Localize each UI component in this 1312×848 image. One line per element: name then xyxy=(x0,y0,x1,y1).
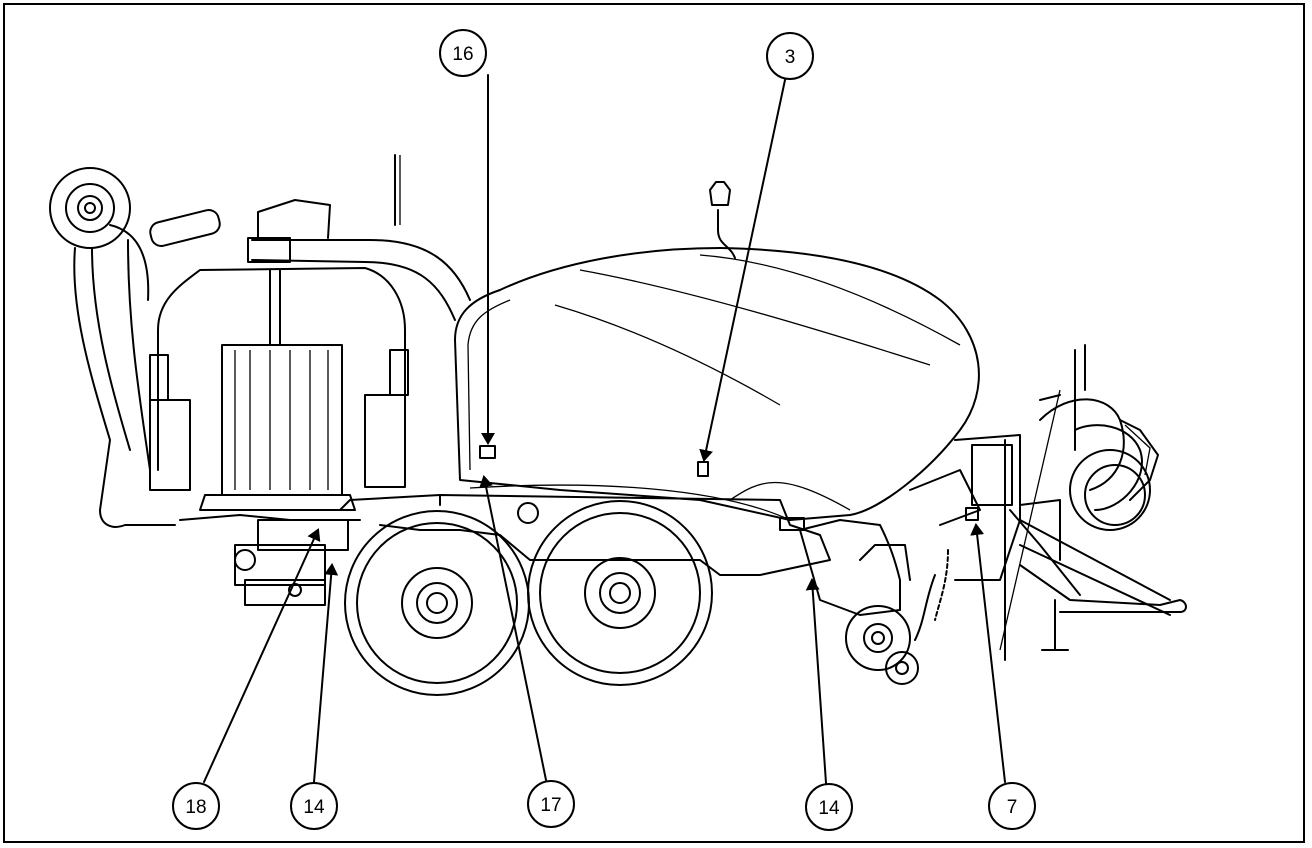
callout-16: 16 xyxy=(439,29,487,77)
callout-18: 18 xyxy=(172,782,220,830)
callout-14-left: 14 xyxy=(290,782,338,830)
pickup-unit xyxy=(799,519,936,685)
leader-14b xyxy=(805,578,827,784)
callout-14-right-label: 14 xyxy=(818,798,840,819)
leader-14a xyxy=(313,563,339,783)
bale-chamber xyxy=(454,247,980,521)
leader-lines xyxy=(203,74,1006,784)
callout-14-right: 14 xyxy=(805,783,853,831)
callout-17-label: 17 xyxy=(540,795,561,816)
drawbar-hitch xyxy=(909,344,1187,661)
diagram-frame xyxy=(3,3,1305,843)
wrapper-frame xyxy=(157,267,406,471)
decal-16-marker xyxy=(479,445,496,459)
decal-7-marker xyxy=(965,507,979,521)
leader-18 xyxy=(203,528,321,783)
callout-18-label: 18 xyxy=(185,797,206,818)
leader-7 xyxy=(970,523,1006,783)
callout-7-label: 7 xyxy=(1007,797,1018,818)
callout-14-left-label: 14 xyxy=(303,797,325,818)
callout-7: 7 xyxy=(988,782,1036,830)
callout-3-label: 3 xyxy=(785,47,796,68)
rear-roller-wheel xyxy=(49,167,131,249)
wrap-film-rolls xyxy=(221,269,343,496)
tandem-wheels xyxy=(344,500,713,696)
callout-17: 17 xyxy=(527,780,575,828)
machine-illustration xyxy=(49,154,1187,696)
leader-17 xyxy=(479,475,547,781)
decal-3-marker xyxy=(697,461,709,477)
callout-3: 3 xyxy=(766,32,814,80)
rear-arm xyxy=(73,247,176,528)
callout-16-label: 16 xyxy=(452,44,473,65)
leader-3 xyxy=(699,79,786,462)
